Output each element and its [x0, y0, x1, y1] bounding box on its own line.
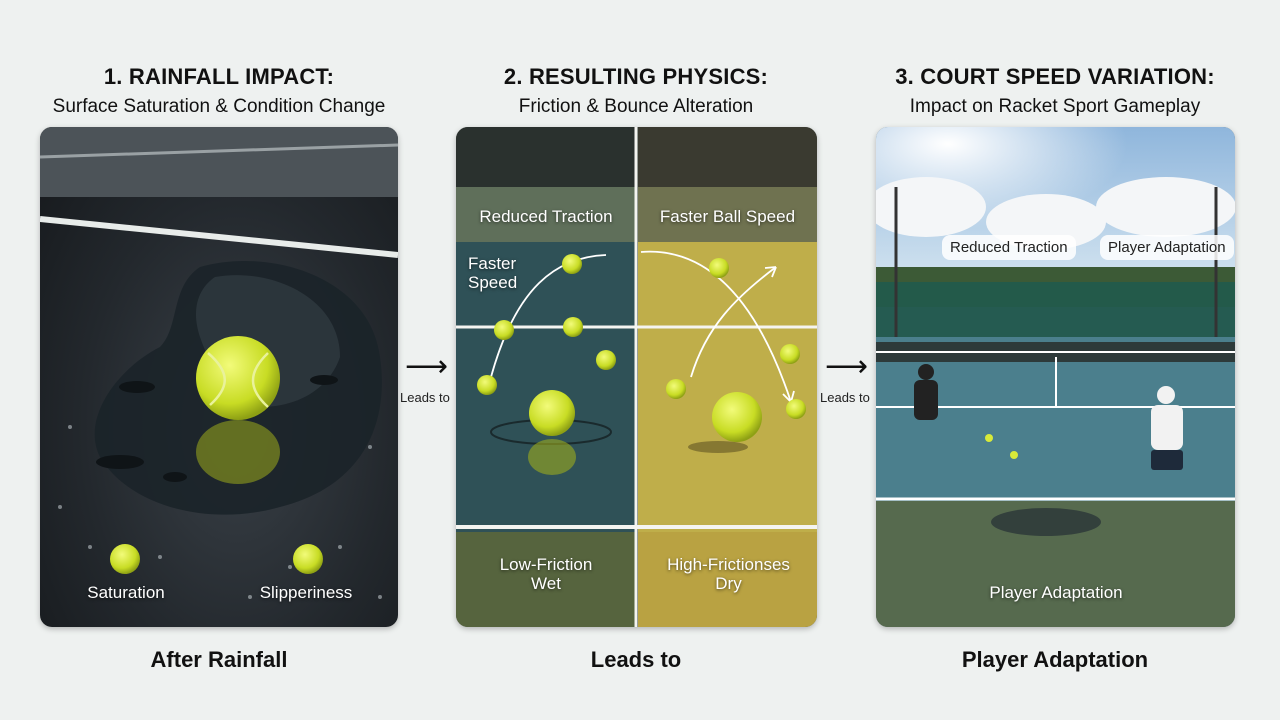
caption-leads-to: Leads to: [590, 647, 682, 672]
panel-2-title: 2. RESULTING PHYSICS:: [503, 64, 769, 89]
saturation-label: Saturation: [87, 583, 165, 602]
faster-ball-speed-label: Faster Ball Speed: [659, 207, 796, 226]
panel-3-title: 3. COURT SPEED VARIATION:: [895, 64, 1215, 89]
rainfall-illustration: [40, 127, 398, 599]
slipperiness-label: Slipperiness: [259, 583, 353, 602]
reduced-traction-label: Reduced Traction: [479, 207, 613, 226]
high-friction-label: High-Frictionses Dry: [667, 555, 790, 593]
connector-2-label: Leads to: [820, 390, 870, 405]
gameplay-illustration: [876, 127, 1235, 627]
player-adaptation-bubble: Player Adaptation: [1100, 235, 1234, 260]
panel-2-subtitle: Friction & Bounce Alteration: [518, 96, 754, 117]
connector-1-label: Leads to: [400, 390, 450, 405]
physics-panel: Reduced Traction Faster Ball Speed Faste…: [456, 127, 817, 627]
low-friction-label: Low-Friction Wet: [499, 555, 593, 593]
arrow-right-icon: ⟶: [825, 350, 869, 383]
faster-speed-label: Faster Speed: [468, 254, 518, 292]
panel-1-subtitle: Surface Saturation & Condition Change: [52, 96, 386, 117]
panel-3-heading: 3. COURT SPEED VARIATION: Impact on Rack…: [855, 64, 1255, 118]
gameplay-panel: Reduced Traction Player Adaptation Playe…: [876, 127, 1235, 627]
panel-2-heading: 2. RESULTING PHYSICS: Friction & Bounce …: [436, 64, 836, 118]
panel-3-subtitle: Impact on Racket Sport Gameplay: [909, 96, 1201, 117]
rainfall-panel: Saturation Slipperiness: [40, 127, 398, 627]
panel-1-heading: 1. RAINFALL IMPACT: Surface Saturation &…: [19, 64, 419, 118]
caption-player-adaptation: Player Adaptation: [961, 647, 1149, 672]
physics-illustration: [456, 127, 817, 627]
panel-1-title: 1. RAINFALL IMPACT:: [103, 64, 335, 89]
caption-after-rainfall: After Rainfall: [150, 647, 288, 672]
arrow-right-icon: ⟶: [405, 350, 449, 383]
reduced-traction-bubble: Reduced Traction: [942, 235, 1076, 260]
player-adaptation-label: Player Adaptation: [989, 583, 1123, 602]
